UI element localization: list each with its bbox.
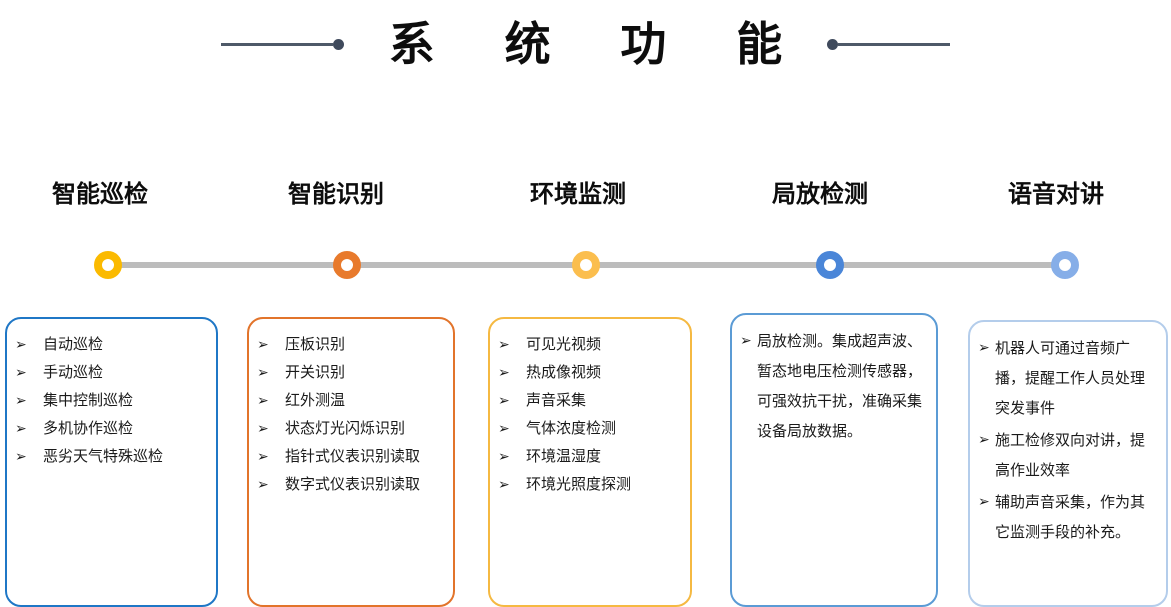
feature-list-item-label: 恶劣天气特殊巡检 <box>43 448 164 465</box>
feature-list-item: ➢ 可见光视频 <box>498 331 680 359</box>
feature-box-intelligent-inspection[interactable]: ➢ 自动巡检 ➢ 手动巡检 ➢ 集中控制巡检 ➢ 多机协作巡检 ➢ 恶劣天气特殊巡检 <box>5 317 218 607</box>
timeline-node-3[interactable] <box>572 251 600 279</box>
arrow-bullet-icon: ➢ <box>498 392 510 408</box>
feature-list-item: ➢ 施工检修双向对讲，提高作业效率 <box>978 426 1156 486</box>
page-title: 系 统 功 能 <box>388 18 811 70</box>
timeline-node-4[interactable] <box>816 251 844 279</box>
feature-list-item: ➢ 环境光照度探测 <box>498 471 680 499</box>
feature-list-item: ➢ 红外测温 <box>257 387 443 415</box>
arrow-bullet-icon: ➢ <box>978 339 990 355</box>
feature-list-item-label: 机器人可通过音频广播，提醒工作人员处理突发事件 <box>995 340 1146 417</box>
feature-box-partial-discharge-detection[interactable]: ➢ 局放检测。集成超声波、暂态地电压检测传感器，可强效抗干扰，准确采集设备局放数据… <box>730 313 938 607</box>
feature-box-environment-monitoring[interactable]: ➢ 可见光视频 ➢ 热成像视频 ➢ 声音采集 ➢ 气体浓度检测 ➢ 环境温湿度 ➢ 环境光照度探测 <box>488 317 692 607</box>
feature-list-item: ➢ 辅助声音采集，作为其它监测手段的补充。 <box>978 488 1156 548</box>
timeline <box>0 245 1171 285</box>
feature-list-item: ➢ 环境温湿度 <box>498 443 680 471</box>
decoration-line-right <box>837 42 950 46</box>
title-left-decoration <box>221 38 345 50</box>
arrow-bullet-icon: ➢ <box>15 364 27 380</box>
feature-list-item-label: 多机协作巡检 <box>43 420 134 437</box>
feature-list-item: ➢ 状态灯光闪烁识别 <box>257 415 443 443</box>
arrow-bullet-icon: ➢ <box>978 493 990 509</box>
arrow-bullet-icon: ➢ <box>15 448 27 464</box>
feature-list-4: ➢ 局放检测。集成超声波、暂态地电压检测传感器，可强效抗干扰，准确采集设备局放数据… <box>732 315 936 459</box>
feature-box-intelligent-recognition[interactable]: ➢ 压板识别 ➢ 开关识别 ➢ 红外测温 ➢ 状态灯光闪烁识别 ➢ 指针式仪表识别读取 ➢ 数字式仪表… <box>247 317 455 607</box>
feature-list-2: ➢ 压板识别 ➢ 开关识别 ➢ 红外测温 ➢ 状态灯光闪烁识别 ➢ 指针式仪表识别读取 ➢ 数字式仪表… <box>249 319 453 509</box>
arrow-bullet-icon: ➢ <box>15 392 27 408</box>
feature-list-item-label: 状态灯光闪烁识别 <box>285 420 406 437</box>
section-headings: 智能巡检 智能识别 环境监测 局放检测 语音对讲 <box>0 180 1171 220</box>
feature-list-item: ➢ 多机协作巡检 <box>15 415 206 443</box>
feature-list-item-label: 指针式仪表识别读取 <box>285 448 421 465</box>
feature-list-item: ➢ 数字式仪表识别读取 <box>257 471 443 499</box>
feature-list-item-label: 气体浓度检测 <box>526 420 617 437</box>
arrow-bullet-icon: ➢ <box>257 448 269 464</box>
section-heading-4: 局放检测 <box>772 181 868 208</box>
decoration-dot-right <box>826 38 838 50</box>
arrow-bullet-icon: ➢ <box>498 336 510 352</box>
feature-list-item: ➢ 开关识别 <box>257 359 443 387</box>
section-heading-5: 语音对讲 <box>1008 181 1104 208</box>
decoration-line-left <box>221 42 334 46</box>
feature-list-item: ➢ 恶劣天气特殊巡检 <box>15 443 206 471</box>
feature-list-item-label: 环境光照度探测 <box>526 476 632 493</box>
feature-list-item-label: 辅助声音采集，作为其它监测手段的补充。 <box>995 494 1146 541</box>
arrow-bullet-icon: ➢ <box>15 336 27 352</box>
section-heading-1: 智能巡检 <box>52 181 148 208</box>
feature-list-item-label: 手动巡检 <box>43 364 104 381</box>
feature-list-item-label: 环境温湿度 <box>526 448 602 465</box>
feature-list-item-label: 局放检测。集成超声波、暂态地电压检测传感器，可强效抗干扰，准确采集设备局放数据。 <box>757 333 923 440</box>
arrow-bullet-icon: ➢ <box>498 476 510 492</box>
decoration-dot-left <box>333 38 345 50</box>
feature-list-item-label: 声音采集 <box>526 392 587 409</box>
section-heading-2: 智能识别 <box>288 181 384 208</box>
arrow-bullet-icon: ➢ <box>257 476 269 492</box>
feature-list-item: ➢ 压板识别 <box>257 331 443 359</box>
feature-list-item-label: 热成像视频 <box>526 364 602 381</box>
feature-list-item: ➢ 指针式仪表识别读取 <box>257 443 443 471</box>
feature-list-item-label: 压板识别 <box>285 336 346 353</box>
arrow-bullet-icon: ➢ <box>257 336 269 352</box>
section-heading-3: 环境监测 <box>530 181 626 208</box>
arrow-bullet-icon: ➢ <box>15 420 27 436</box>
feature-list-item-label: 自动巡检 <box>43 336 104 353</box>
timeline-node-5[interactable] <box>1051 251 1079 279</box>
feature-list-item: ➢ 机器人可通过音频广播，提醒工作人员处理突发事件 <box>978 334 1156 424</box>
arrow-bullet-icon: ➢ <box>498 420 510 436</box>
timeline-node-2[interactable] <box>333 251 361 279</box>
page-title-row: 系 统 功 能 <box>0 0 1171 88</box>
feature-boxes: ➢自动巡检➢手动巡检➢集中控制巡检➢多机协作巡检➢恶劣天气特殊巡检 ➢压板识别➢… <box>5 313 1168 607</box>
feature-list-item-label: 施工检修双向对讲，提高作业效率 <box>995 432 1146 479</box>
feature-list-item: ➢ 集中控制巡检 <box>15 387 206 415</box>
feature-list-item: ➢ 自动巡检 <box>15 331 206 359</box>
feature-list-item-label: 可见光视频 <box>526 336 602 353</box>
feature-list-item: ➢ 声音采集 <box>498 387 680 415</box>
arrow-bullet-icon: ➢ <box>740 332 752 348</box>
feature-list-item-label: 集中控制巡检 <box>43 392 134 409</box>
arrow-bullet-icon: ➢ <box>978 431 990 447</box>
arrow-bullet-icon: ➢ <box>498 364 510 380</box>
feature-list-item: ➢ 热成像视频 <box>498 359 680 387</box>
feature-list-item-label: 数字式仪表识别读取 <box>285 476 421 493</box>
feature-list-item-label: 红外测温 <box>285 392 346 409</box>
feature-list-item-label: 开关识别 <box>285 364 346 381</box>
timeline-node-1[interactable] <box>94 251 122 279</box>
feature-list-item: ➢ 气体浓度检测 <box>498 415 680 443</box>
feature-list-item: ➢ 局放检测。集成超声波、暂态地电压检测传感器，可强效抗干扰，准确采集设备局放数据… <box>740 327 926 447</box>
arrow-bullet-icon: ➢ <box>257 392 269 408</box>
arrow-bullet-icon: ➢ <box>257 364 269 380</box>
feature-list-3: ➢ 可见光视频 ➢ 热成像视频 ➢ 声音采集 ➢ 气体浓度检测 ➢ 环境温湿度 ➢ 环境光照度探测 <box>490 319 690 509</box>
feature-list-1: ➢ 自动巡检 ➢ 手动巡检 ➢ 集中控制巡检 ➢ 多机协作巡检 ➢ 恶劣天气特殊巡检 <box>7 319 216 481</box>
feature-box-voice-intercom[interactable]: ➢ 机器人可通过音频广播，提醒工作人员处理突发事件 ➢ 施工检修双向对讲，提高作业效率… <box>968 320 1168 607</box>
title-right-decoration <box>826 38 950 50</box>
arrow-bullet-icon: ➢ <box>498 448 510 464</box>
feature-list-5: ➢ 机器人可通过音频广播，提醒工作人员处理突发事件 ➢ 施工检修双向对讲，提高作业效率… <box>970 322 1166 560</box>
arrow-bullet-icon: ➢ <box>257 420 269 436</box>
feature-list-item: ➢ 手动巡检 <box>15 359 206 387</box>
